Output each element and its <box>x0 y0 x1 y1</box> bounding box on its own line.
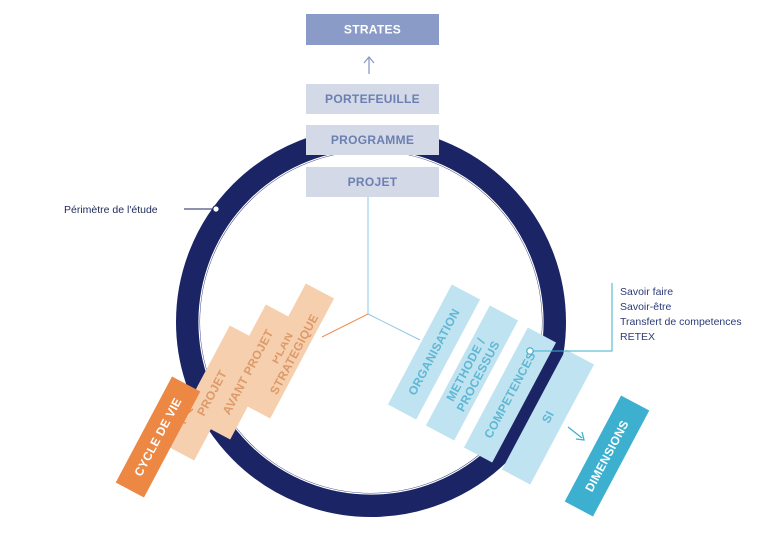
competences-leader-line <box>530 283 613 352</box>
perimeter-annotation: Périmètre de l'étude <box>64 204 220 216</box>
center-connector <box>321 197 421 341</box>
competences-marker-dot <box>526 347 534 355</box>
dim-label-si: SI <box>539 408 557 425</box>
dimensions-header-box <box>564 395 650 517</box>
cycle-header-box <box>115 376 201 498</box>
strate-box-projet <box>306 167 439 197</box>
perimeter-marker-dot <box>212 205 220 213</box>
cycle-header: CYCLE DE VIE <box>115 376 201 498</box>
strate-label-programme: PROGRAMME <box>331 133 414 147</box>
competences-annotation: Savoir faire Savoir-être Transfert de co… <box>526 283 742 355</box>
dimensions-arrow-icon <box>567 426 585 441</box>
dimensions-header: DIMENSIONS <box>564 395 650 517</box>
note-transfert: Transfert de competences <box>620 316 742 328</box>
strates-group: STRATES PORTEFEUILLE PROGRAMME PROJET <box>306 14 439 197</box>
strates-header-box <box>306 14 439 45</box>
dim-item-si: SI <box>501 349 595 485</box>
strate-label-projet: PROJET <box>348 175 398 189</box>
connector-to-dimensions <box>367 313 421 341</box>
note-savoir-etre: Savoir-être <box>620 301 672 313</box>
strate-box-programme <box>306 125 439 155</box>
note-retex: RETEX <box>620 331 655 343</box>
dimensions-group: ORGANISATION METHODE / PROCESSUS COMPETE… <box>387 284 650 517</box>
note-savoir-faire: Savoir faire <box>620 286 673 298</box>
connector-to-cycle <box>321 313 369 338</box>
strate-label-portefeuille: PORTEFEUILLE <box>325 92 420 106</box>
strates-arrow-icon <box>363 55 375 74</box>
strates-header-label: STRATES <box>344 23 401 37</box>
strate-box-portefeuille <box>306 84 439 114</box>
cycle-group: PLAN STRATEGIQUE AVANT PROJET PROJET CYC… <box>115 283 335 498</box>
perimetre-label: Périmètre de l'étude <box>64 204 158 216</box>
